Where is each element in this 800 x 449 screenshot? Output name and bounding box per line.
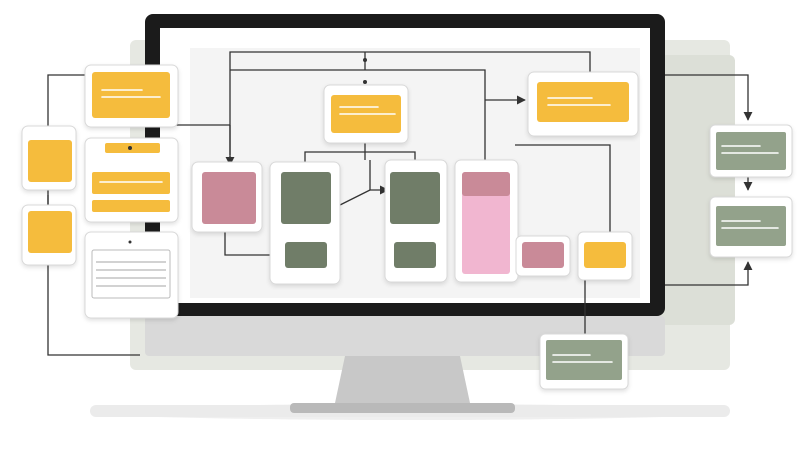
node-fill — [92, 72, 170, 118]
node-fill — [394, 242, 436, 268]
connector-line — [230, 69, 486, 160]
connector-line — [665, 261, 753, 286]
monitor-neck — [335, 356, 470, 403]
node-fill — [202, 172, 256, 224]
node-fill — [281, 172, 331, 224]
node-fill — [537, 82, 629, 122]
monitor-chin — [145, 316, 665, 356]
node-fill — [105, 143, 160, 153]
node-fill — [716, 206, 786, 246]
monitor-base — [290, 403, 515, 413]
connector-line — [339, 189, 371, 206]
node-fill — [28, 140, 72, 182]
text-placeholder-lines — [99, 89, 779, 363]
node-fill — [28, 211, 72, 253]
connector-line — [515, 144, 611, 240]
node-fill — [92, 172, 170, 194]
document-lines — [96, 261, 166, 287]
connector-line — [665, 74, 753, 121]
node-fill — [546, 340, 622, 380]
node-fill — [522, 242, 564, 268]
node-fill — [584, 242, 626, 268]
connector-line — [229, 51, 591, 155]
connector-dots — [128, 58, 367, 244]
node-fill — [92, 200, 170, 212]
node-fill — [285, 242, 327, 268]
document-page — [91, 249, 171, 299]
node-fill — [716, 132, 786, 170]
node-fill — [462, 172, 510, 196]
node-fill — [390, 172, 440, 224]
connector-line — [224, 232, 270, 256]
node-fill — [462, 172, 510, 274]
